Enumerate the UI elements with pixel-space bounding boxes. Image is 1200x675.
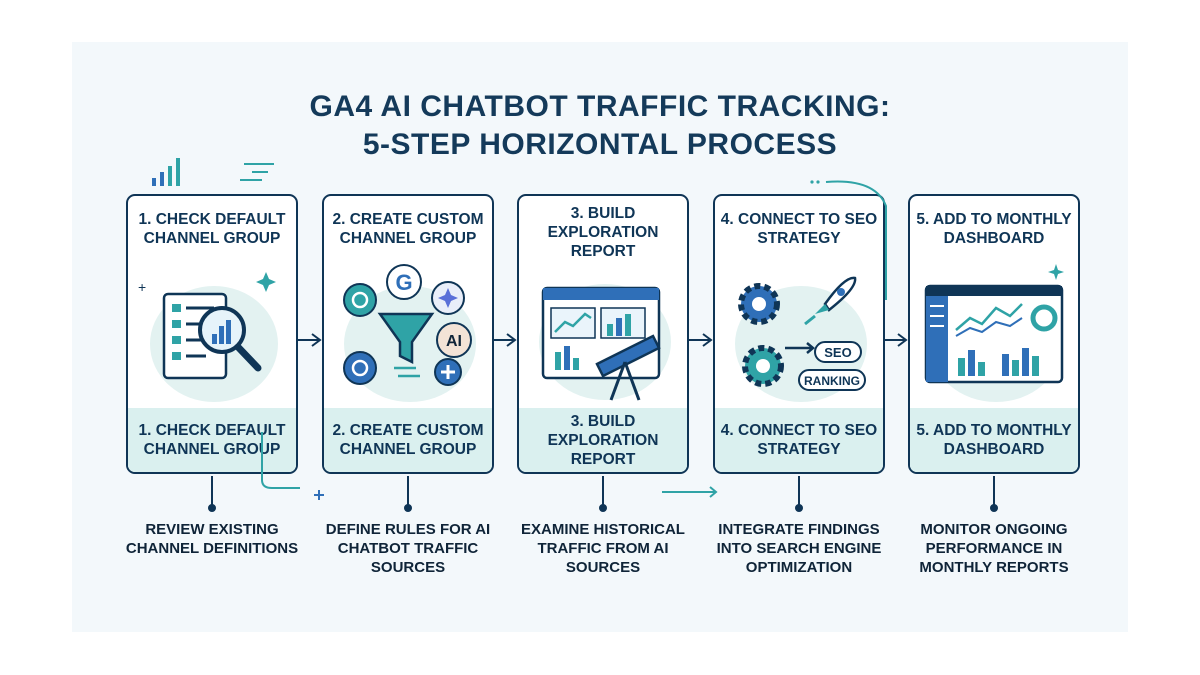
step-1-footer: 1. CHECK DEFAULT CHANNEL GROUP [128, 408, 296, 472]
step-2-description: DEFINE RULES FOR AI CHATBOT TRAFFIC SOUR… [325, 521, 491, 576]
step-card-1: 1. CHECK DEFAULT CHANNEL GROUP [126, 194, 298, 474]
diagram-title: GA4 AI CHATBOT TRAFFIC TRACKING: 5-STEP … [0, 88, 1200, 164]
chatgpt-icon-secondary [343, 351, 377, 385]
step-3-illustration [519, 264, 687, 416]
step-1-heading: 1. CHECK DEFAULT CHANNEL GROUP [138, 211, 286, 247]
step-card-3: 3. BUILD EXPLORATION REPORT [517, 194, 689, 474]
step-3-footer: 3. BUILD EXPLORATION REPORT [519, 408, 687, 472]
step-4-illustration: SEO RANKING [715, 264, 883, 416]
title-line-2: 5-STEP HORIZONTAL PROCESS [362, 128, 838, 161]
magnifying-glass-icon [198, 306, 262, 372]
step-1-footer-label: 1. CHECK DEFAULT CHANNEL GROUP [138, 422, 286, 458]
step-4-footer: 4. CONNECT TO SEO STRATEGY [715, 408, 883, 472]
ranking-tag: RANKING [798, 369, 866, 391]
step-5-footer: 5. ADD TO MONTHLY DASHBOARD [910, 408, 1078, 472]
telescope-icon [595, 334, 661, 401]
title-line-1: GA4 AI CHATBOT TRAFFIC TRACKING: [309, 90, 891, 123]
step-2-footer: 2. CREATE CUSTOM CHANNEL GROUP [324, 408, 492, 472]
plus-icon [434, 358, 462, 386]
step-3-heading: 3. BUILD EXPLORATION REPORT [547, 205, 659, 260]
step-5-heading: 5. ADD TO MONTHLY DASHBOARD [916, 211, 1072, 247]
gemini-sparkle-icon [431, 281, 465, 315]
step-card-5: 5. ADD TO MONTHLY DASHBOARD [908, 194, 1080, 474]
step-4-description: INTEGRATE FINDINGS INTO SEARCH ENGINE OP… [716, 521, 882, 576]
step-3-description: EXAMINE HISTORICAL TRAFFIC FROM AI SOURC… [521, 521, 685, 576]
chatgpt-icon [343, 283, 377, 317]
ai-badge-label: AI [446, 333, 462, 350]
step-card-4: 4. CONNECT TO SEO STRATEGY SEO [713, 194, 885, 474]
gear-icon-secondary [742, 345, 784, 387]
step-2-heading: 2. CREATE CUSTOM CHANNEL GROUP [332, 211, 484, 247]
ai-badge-icon: AI [436, 322, 472, 358]
step-5-illustration [910, 264, 1078, 416]
step-1-description: REVIEW EXISTING CHANNEL DEFINITIONS [125, 521, 299, 557]
sparkle-icon [256, 272, 276, 292]
step-5-description: MONITOR ONGOING PERFORMANCE IN MONTHLY R… [919, 521, 1069, 576]
google-icon: G [386, 264, 422, 300]
ranking-tag-label: RANKING [804, 374, 860, 388]
step-5-footer-label: 5. ADD TO MONTHLY DASHBOARD [916, 422, 1072, 458]
step-2-footer-label: 2. CREATE CUSTOM CHANNEL GROUP [332, 422, 484, 458]
sparkle-icon [1048, 264, 1064, 280]
seo-tag-label: SEO [824, 345, 851, 360]
gear-icon [738, 283, 780, 325]
seo-tag: SEO [814, 341, 862, 363]
step-3-footer-label: 3. BUILD EXPLORATION REPORT [547, 412, 659, 468]
step-4-heading: 4. CONNECT TO SEO STRATEGY [720, 211, 878, 247]
funnel-icon [377, 312, 435, 365]
step-card-2: 2. CREATE CUSTOM CHANNEL GROUP G AI [322, 194, 494, 474]
svg-text:+: + [138, 279, 146, 295]
google-badge-letter: G [395, 270, 412, 295]
dashboard-icon [924, 284, 1064, 384]
step-1-illustration: + [128, 264, 296, 416]
step-4-footer-label: 4. CONNECT TO SEO STRATEGY [720, 422, 878, 458]
step-2-illustration: G AI [324, 264, 492, 416]
